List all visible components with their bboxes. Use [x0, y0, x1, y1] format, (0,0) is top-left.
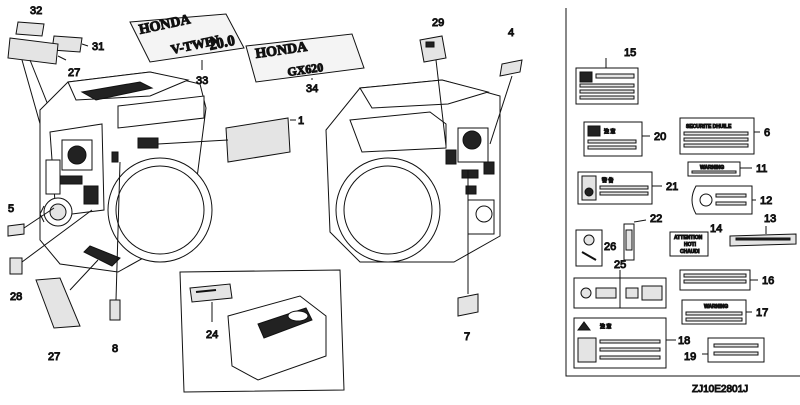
label-18-title: 注 意: [600, 323, 611, 330]
callout-19: 20: [654, 131, 666, 143]
callout-13: 13: [764, 213, 776, 225]
callout-numbers: 32 31 27 33 34 29 4 1 5 28 27 8 24 7 15 …: [8, 5, 777, 396]
label-20-title: 警 告: [601, 177, 613, 184]
leader-1b: [157, 139, 229, 145]
label-7: [457, 293, 479, 317]
diagram-code: ZJ10E2801J: [692, 384, 748, 395]
callout-27: 29: [432, 17, 444, 29]
callout-23: 25: [614, 259, 626, 271]
label-25: [7, 37, 59, 65]
label-17: [575, 67, 639, 105]
engine-left: [39, 71, 213, 273]
leader-34: [21, 209, 93, 263]
callout-21: 22: [650, 213, 662, 225]
label-23: [573, 277, 667, 309]
label-18: 注 意: [573, 317, 667, 369]
callout-29: 32: [30, 5, 42, 17]
label-11: WARNING: [687, 161, 741, 177]
label-16-title: WARNING: [704, 304, 728, 310]
labels-panel: [565, 8, 800, 377]
decal-31: HONDA V-TWIN 20.0: [129, 12, 245, 63]
leader-8: [115, 161, 121, 301]
label-11-title: WARNING: [700, 165, 724, 171]
label-12: [691, 185, 753, 215]
label-24: [575, 229, 603, 267]
leader-33: [69, 259, 99, 291]
label-21: [623, 223, 635, 261]
label-13: [729, 233, 797, 247]
label-15: [679, 269, 751, 291]
callout-12: 12: [760, 195, 772, 207]
callout-4: 4: [508, 27, 514, 39]
decal-32-gx: GX620: [286, 60, 324, 79]
label-5: [7, 223, 25, 237]
callout-14: 14: [710, 223, 722, 235]
callout-33: 27: [48, 351, 60, 363]
label-8: [109, 299, 121, 321]
label-33: [35, 277, 81, 329]
callout-32: 34: [306, 83, 318, 95]
callout-17: 15: [624, 47, 636, 59]
label-29: [15, 21, 45, 37]
callout-26: 19: [684, 351, 696, 363]
label-14: ATTENTION HOT! CHAUD!: [669, 231, 709, 257]
leader-25: [57, 55, 67, 61]
label-14-chaud: CHAUD!: [680, 249, 700, 255]
callout-28: 31: [92, 41, 104, 53]
label-4: [499, 59, 523, 77]
label-16: WARNING: [681, 299, 747, 325]
leader-28: [81, 43, 89, 47]
leader-4: [489, 75, 513, 145]
decal-31-num: 20.0: [208, 33, 237, 54]
engine-left-side-decal: [137, 137, 159, 149]
callout-8: 8: [112, 343, 118, 355]
callout-22: 24: [206, 329, 218, 341]
label-26: [707, 337, 765, 363]
callout-5: 5: [8, 203, 14, 215]
leader-5: [23, 207, 55, 229]
callout-6: 6: [764, 127, 770, 139]
label-20: 警 告: [577, 171, 653, 205]
label-14-hot: HOT!: [684, 242, 697, 248]
callout-31: 33: [196, 75, 208, 87]
callout-1: 1: [298, 115, 304, 127]
callout-16: 17: [756, 307, 768, 319]
callout-25: 27: [68, 67, 80, 79]
engine-left-top-decal: [80, 81, 154, 101]
leader-27: [435, 59, 447, 147]
engine-right: [325, 79, 501, 263]
label-34: [9, 257, 23, 275]
leader-21: [633, 219, 647, 223]
callout-18: 18: [678, 335, 690, 347]
label-1: [225, 117, 291, 163]
callout-34: 28: [10, 291, 22, 303]
callout-24: 26: [604, 241, 616, 253]
label-6-title: SECURITE DHUILE: [686, 124, 732, 130]
tank-inset: [179, 269, 345, 393]
callout-20: 21: [666, 181, 678, 193]
label-14-attention: ATTENTION: [674, 235, 703, 241]
decal-32: HONDA GX620: [245, 33, 365, 83]
label-27: [419, 35, 447, 63]
callout-11: 11: [756, 163, 767, 175]
label-6: SECURITE DHUILE: [679, 117, 755, 155]
label-22: [189, 283, 233, 303]
label-19-title: 注 意: [604, 128, 615, 135]
callout-7: 7: [464, 331, 470, 343]
callout-15: 16: [762, 275, 774, 287]
label-19: 注 意: [583, 121, 643, 157]
